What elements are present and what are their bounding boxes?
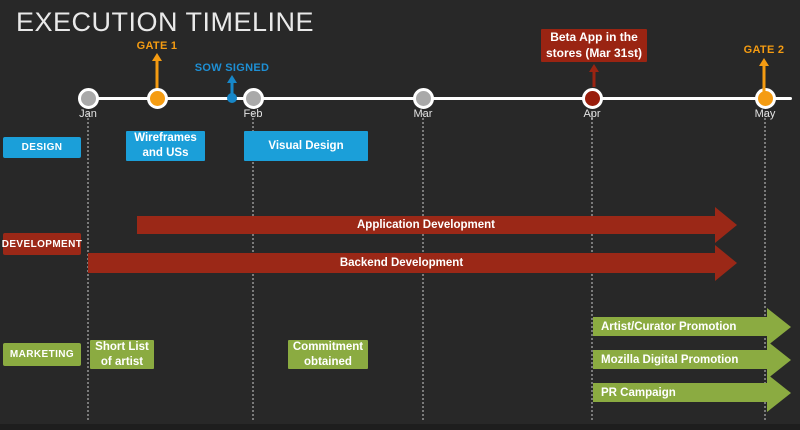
month-label: Mar xyxy=(413,108,433,120)
bar-marketing: Commitment obtained xyxy=(288,340,368,369)
arrow-bar-development: Application Development xyxy=(137,216,715,234)
milestone-arrow-shaft xyxy=(230,81,234,95)
milestone-arrow-shaft xyxy=(762,64,766,92)
milestone-label: GATE 2 xyxy=(743,44,785,56)
bottom-strip xyxy=(0,424,800,430)
milestone-arrow-shaft xyxy=(592,70,596,87)
timeline-axis xyxy=(86,97,792,100)
milestone-marker xyxy=(147,88,168,109)
milestone-arrowhead-up-icon xyxy=(759,58,769,66)
arrow-bar-marketing: Mozilla Digital Promotion xyxy=(593,350,767,369)
bar-design: Wireframes and USs xyxy=(126,131,205,161)
milestone-label: GATE 1 xyxy=(136,40,178,52)
row-label-development: DEVELOPMENT xyxy=(2,233,82,255)
arrowhead xyxy=(715,244,737,281)
milestone-arrow-shaft xyxy=(155,59,159,90)
month-marker xyxy=(413,88,434,109)
row-label-marketing: MARKETING xyxy=(3,343,81,366)
month-label: Jan xyxy=(79,108,97,120)
milestone-callout-box: Beta App in the stores (Mar 31st) xyxy=(541,29,647,62)
month-marker xyxy=(582,88,603,109)
row-label-design: DESIGN xyxy=(3,137,81,158)
milestone-arrowhead-up-icon xyxy=(227,75,237,83)
page-title: EXECUTION TIMELINE xyxy=(16,7,315,37)
arrowhead xyxy=(767,340,791,379)
month-label: Apr xyxy=(583,108,601,120)
month-label: Feb xyxy=(243,108,263,120)
month-marker xyxy=(78,88,99,109)
bar-marketing: Short List of artist xyxy=(90,340,154,369)
arrowhead xyxy=(767,373,791,412)
month-gridline xyxy=(764,113,766,420)
bar-design: Visual Design xyxy=(244,131,368,161)
arrow-bar-marketing: Artist/Curator Promotion xyxy=(593,317,767,336)
milestone-label: SOW SIGNED xyxy=(194,62,270,74)
arrowhead xyxy=(715,206,737,243)
month-marker xyxy=(243,88,264,109)
month-label: May xyxy=(754,108,776,120)
milestone-arrowhead-up-icon xyxy=(152,53,162,61)
milestone-marker xyxy=(227,93,237,103)
month-marker xyxy=(755,88,776,109)
arrow-bar-development: Backend Development xyxy=(88,253,715,273)
arrowhead xyxy=(767,307,791,346)
arrow-bar-marketing: PR Campaign xyxy=(593,383,767,402)
milestone-arrowhead-up-icon xyxy=(589,64,599,72)
